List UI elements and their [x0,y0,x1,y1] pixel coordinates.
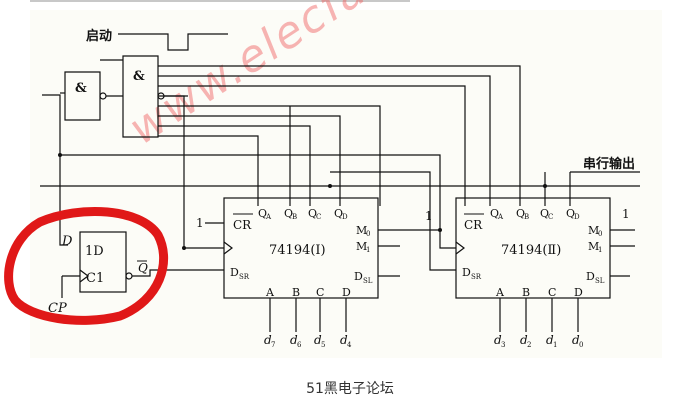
svg-text:d: d [264,333,272,347]
svg-text:Q: Q [258,207,267,220]
ff-c1: C1 [86,271,104,286]
svg-text:B: B [292,286,300,299]
svg-text:D: D [354,270,363,283]
svg-text:M: M [588,240,599,253]
ff-1d: 1D [85,244,104,259]
chip1-one: 1 [196,216,204,230]
caption: 51黑电子论坛 [306,381,394,397]
svg-text:d: d [290,333,298,347]
svg-text:C: C [316,213,321,221]
svg-text:Q: Q [566,207,575,220]
svg-text:1: 1 [553,341,557,349]
svg-text:d: d [494,333,502,347]
nand-large-symbol: & [133,69,145,84]
svg-text:1: 1 [366,246,370,254]
chip1-body [223,197,379,299]
svg-text:D: D [342,286,351,299]
svg-text:Q: Q [516,207,525,220]
flipflop-body [79,231,127,293]
ff-d-label: D [61,234,73,249]
start-label: 启动 [86,28,112,44]
svg-text:SR: SR [239,273,250,281]
svg-text:3: 3 [501,341,505,349]
svg-text:M: M [588,224,599,237]
svg-text:D: D [230,266,239,279]
svg-text:B: B [524,213,529,221]
nand-gate-large [122,55,159,138]
svg-text:D: D [574,286,583,299]
highlight-circle [4,206,169,325]
svg-text:D: D [574,213,580,221]
svg-text:2: 2 [527,341,531,349]
svg-text:D: D [342,213,348,221]
nand-gate-small [64,71,101,121]
svg-text:D: D [586,270,595,283]
svg-text:0: 0 [598,230,602,238]
chip2-cr: CR [464,218,483,232]
chip2-one-right: 1 [622,207,630,221]
svg-text:Q: Q [308,207,317,220]
serial-out-label: 串行输出 [583,156,635,172]
svg-text:A: A [265,286,275,299]
svg-text:6: 6 [297,341,302,349]
svg-text:A: A [265,213,272,221]
svg-text:0: 0 [366,230,370,238]
svg-text:5: 5 [321,341,325,349]
svg-text:SL: SL [363,277,373,285]
nand-small-symbol: & [75,81,87,96]
svg-text:Q: Q [490,207,499,220]
svg-text:4: 4 [347,341,352,349]
chip2-one-left: 1 [425,209,433,223]
ff-q-label: Q [138,261,148,275]
svg-text:7: 7 [271,341,275,349]
svg-text:Q: Q [284,207,293,220]
nand-small-bubble [99,92,107,100]
chip2-body [455,197,611,299]
svg-text:M: M [356,240,367,253]
svg-text:1: 1 [598,246,602,254]
svg-text:C: C [548,286,556,299]
chip2-clk-triangle [455,241,465,255]
svg-text:d: d [546,333,554,347]
chip1-clk-triangle [223,241,233,255]
svg-text:M: M [356,224,367,237]
start-pulse-wire [118,33,228,51]
svg-text:0: 0 [579,341,583,349]
svg-text:D: D [462,266,471,279]
svg-text:A: A [497,213,504,221]
svg-text:d: d [520,333,528,347]
svg-text:C: C [548,213,553,221]
svg-text:C: C [316,286,324,299]
chip1-cr: CR [233,218,252,232]
svg-text:B: B [292,213,297,221]
top-divider [30,0,410,2]
svg-text:SL: SL [595,277,605,285]
svg-text:d: d [572,333,580,347]
svg-text:SR: SR [471,273,482,281]
svg-text:B: B [522,286,530,299]
svg-text:Q: Q [540,207,549,220]
svg-text:Q: Q [334,207,343,220]
svg-text:d: d [314,333,322,347]
chip1-name: 74194(Ⅰ) [269,243,326,258]
chip2-name: 74194(Ⅱ) [501,243,561,258]
svg-text:d: d [340,333,348,347]
ff-cp-label: CP [48,301,67,316]
svg-text:A: A [495,286,505,299]
